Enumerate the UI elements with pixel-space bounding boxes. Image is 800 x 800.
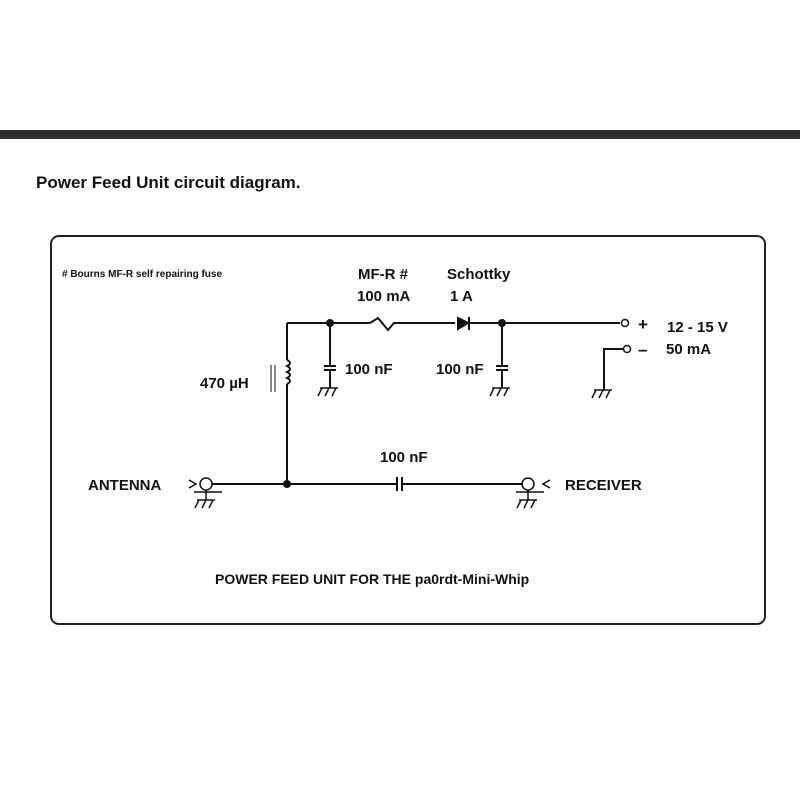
supply-ground-wire bbox=[603, 348, 623, 390]
minus-sign: – bbox=[638, 340, 647, 359]
diode-rating-label: 1 A bbox=[450, 288, 473, 305]
junction-dot bbox=[283, 480, 291, 488]
antenna-label: ANTENNA bbox=[88, 477, 161, 494]
supply-minus-terminal bbox=[622, 344, 632, 354]
antenna-connector-icon bbox=[188, 477, 222, 509]
receiver-connector-icon bbox=[516, 477, 551, 509]
capacitor-3-value-label: 100 nF bbox=[380, 449, 428, 466]
inductor-value-label: 470 µH bbox=[200, 375, 249, 392]
inductor-symbol bbox=[284, 359, 291, 385]
diode-name-label: Schottky bbox=[447, 266, 511, 283]
fuse-rating-label: 100 mA bbox=[357, 288, 411, 305]
supply-voltage-label: 12 - 15 V bbox=[667, 319, 728, 336]
capacitor-3-symbol bbox=[396, 477, 403, 491]
supply-current-label: 50 mA bbox=[666, 341, 711, 358]
capacitor-1-symbol bbox=[324, 323, 336, 388]
capacitor-2-symbol bbox=[496, 323, 508, 388]
receiver-label: RECEIVER bbox=[565, 477, 642, 494]
inductor-core-icon bbox=[270, 365, 276, 392]
fuse-name-label: MF-R # bbox=[358, 266, 409, 283]
diagram-frame bbox=[50, 235, 766, 625]
top-divider-bar bbox=[0, 130, 800, 139]
capacitor-2-value-label: 100 nF bbox=[436, 361, 484, 378]
supply-plus-terminal bbox=[620, 318, 630, 328]
plus-sign: + bbox=[638, 315, 648, 334]
page-heading: Power Feed Unit circuit diagram. bbox=[36, 173, 301, 192]
capacitor-1-value-label: 100 nF bbox=[345, 361, 393, 378]
ground-icon bbox=[317, 387, 338, 397]
footnote-label: # Bourns MF-R self repairing fuse bbox=[62, 269, 222, 280]
ground-icon bbox=[591, 389, 612, 399]
diagram-caption: POWER FEED UNIT FOR THE pa0rdt-Mini-Whip bbox=[215, 571, 529, 587]
ground-icon bbox=[489, 387, 510, 397]
diode-symbol bbox=[457, 316, 471, 331]
fuse-symbol bbox=[369, 316, 400, 332]
